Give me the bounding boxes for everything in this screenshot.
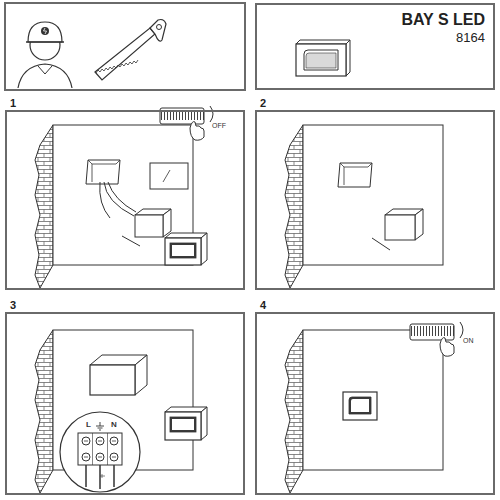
terminal-label: L	[86, 421, 91, 430]
product-panel: BAY S LED 8164	[255, 3, 495, 90]
step-number: 3	[10, 299, 16, 311]
step-2-illustration	[285, 125, 443, 288]
step-panel: 4	[255, 312, 495, 495]
step-4-illustration	[285, 322, 463, 493]
product-name: BAY S LED	[401, 11, 485, 29]
step-panel: 3	[5, 312, 245, 495]
tools-panel	[5, 3, 245, 90]
switch-state: OFF	[212, 122, 226, 130]
step-number: 4	[260, 299, 266, 311]
step-number: 2	[260, 97, 266, 109]
step-1-illustration	[35, 106, 213, 288]
step-panel: 1	[5, 110, 245, 290]
switch-state: ON	[463, 337, 474, 345]
fixture-illustration	[296, 40, 350, 76]
product-code: 8164	[456, 31, 485, 45]
step-number: 1	[10, 97, 16, 109]
step-3-illustration	[35, 330, 207, 493]
step-panel: 2	[255, 110, 495, 290]
terminal-label: N	[111, 421, 117, 430]
